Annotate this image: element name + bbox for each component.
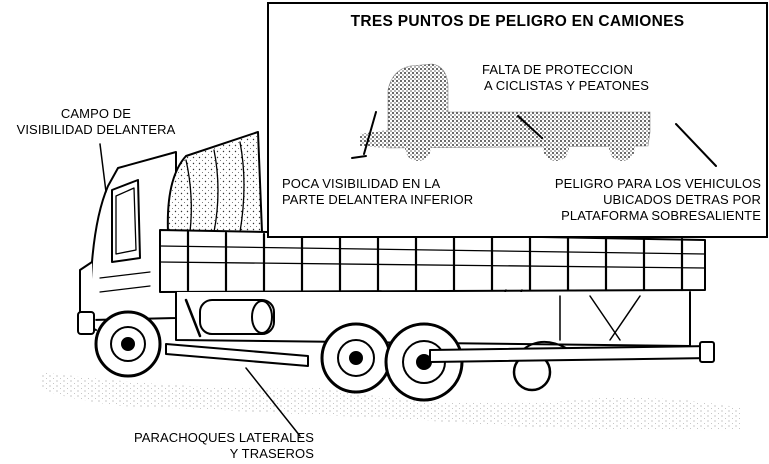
pointer-cyclists bbox=[517, 115, 543, 139]
pointer-rear bbox=[675, 123, 717, 167]
label-rear-line-1: PELIGRO PARA LOS VEHICULOS bbox=[554, 176, 761, 191]
leader-visibility bbox=[99, 143, 107, 193]
label-cyclists-hazard: FALTA DE PROTECCION A CICLISTAS Y PEATON… bbox=[482, 62, 649, 94]
label-visibility-line-2: VISIBILIDAD DELANTERA bbox=[16, 122, 176, 137]
label-bumpers-line-2: Y TRASEROS bbox=[229, 446, 314, 461]
label-cyclists-line-1: FALTA DE PROTECCION bbox=[482, 62, 633, 77]
label-bumpers-line-1: PARACHOQUES LATERALES bbox=[133, 430, 314, 445]
hazard-panel bbox=[267, 2, 768, 238]
label-front-line-2: PARTE DELANTERA INFERIOR bbox=[282, 192, 474, 207]
label-front-line-1: POCA VISIBILIDAD EN LA bbox=[282, 176, 441, 191]
label-rear-line-2: UBICADOS DETRAS POR bbox=[603, 192, 761, 207]
baseline-left bbox=[351, 155, 367, 159]
label-rear-hazard: PELIGRO PARA LOS VEHICULOS UBICADOS DETR… bbox=[555, 176, 761, 224]
label-visibility-line-1: CAMPO DE bbox=[60, 106, 132, 121]
panel-title: TRES PUNTOS DE PELIGRO EN CAMIONES bbox=[350, 13, 685, 30]
ground-shading bbox=[40, 372, 740, 431]
pointer-front bbox=[363, 111, 377, 155]
label-cyclists-line-2: A CICLISTAS Y PEATONES bbox=[484, 78, 650, 93]
truck-drawing bbox=[77, 131, 715, 402]
label-rear-line-3: PLATAFORMA SOBRESALIENTE bbox=[561, 208, 761, 223]
leader-bumpers bbox=[245, 367, 301, 437]
label-visibility: CAMPO DE VISIBILIDAD DELANTERA bbox=[0, 106, 192, 138]
label-bumpers: PARACHOQUES LATERALES Y TRASEROS bbox=[118, 430, 314, 462]
label-front-hazard: POCA VISIBILIDAD EN LA PARTE DELANTERA I… bbox=[282, 176, 473, 208]
